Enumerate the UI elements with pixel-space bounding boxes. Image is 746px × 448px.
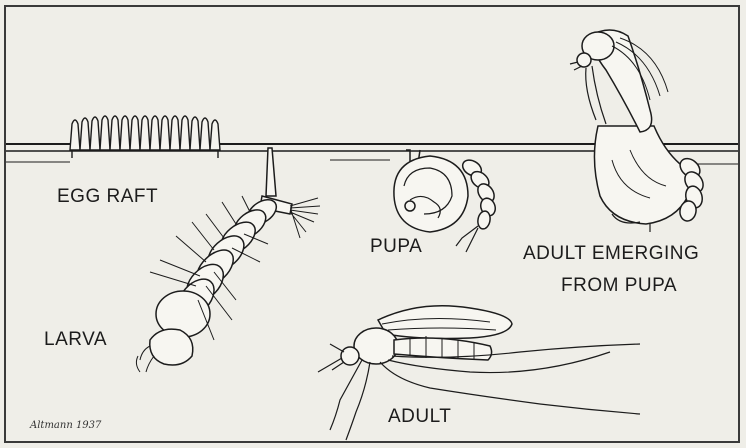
label-adult-emerging: ADULT EMERGING [523,244,699,263]
label-adult: ADULT [388,407,451,426]
adult-drawing [318,306,640,440]
artist-signature: Altmann 1937 [30,420,101,431]
label-pupa: PUPA [370,237,422,256]
larva-drawing [136,148,320,372]
adult-emerging-drawing [570,30,707,232]
label-egg-raft: EGG RAFT [57,187,158,206]
label-from-pupa: FROM PUPA [561,276,677,295]
label-larva: LARVA [44,330,107,349]
